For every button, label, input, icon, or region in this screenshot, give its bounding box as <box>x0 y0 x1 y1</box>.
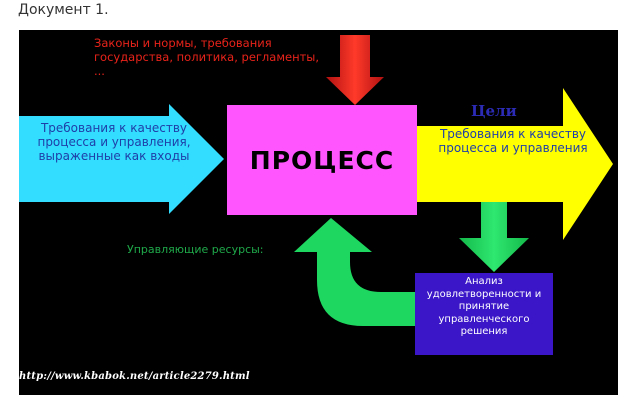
resources-label: Управляющие ресурсы: <box>127 243 264 256</box>
input-requirements-text: Требования к качеству процесса и управле… <box>37 121 191 163</box>
document-caption: Документ 1. <box>18 2 109 18</box>
decision-text: Анализ удовлетворенности и принятие упра… <box>426 276 542 337</box>
process-label: ПРОЦЕСС <box>249 145 395 175</box>
output-arrow <box>417 88 613 240</box>
decision-box <box>415 273 553 355</box>
goals-label: Цели <box>471 102 517 120</box>
diagram-shapes <box>19 35 613 355</box>
output-requirements-text: Требования к качеству процесса и управле… <box>438 127 588 155</box>
input-arrow <box>19 104 224 214</box>
regulations-text: Законы и нормы, требования государства, … <box>94 36 320 78</box>
feedback-down-arrow <box>459 202 529 272</box>
regulations-arrow <box>326 35 384 105</box>
process-box <box>227 105 417 215</box>
source-url: http://www.kbabok.net/article2279.html <box>19 371 250 382</box>
feedback-return-arrow <box>294 218 415 326</box>
process-diagram: Законы и нормы, требования государства, … <box>19 30 618 395</box>
